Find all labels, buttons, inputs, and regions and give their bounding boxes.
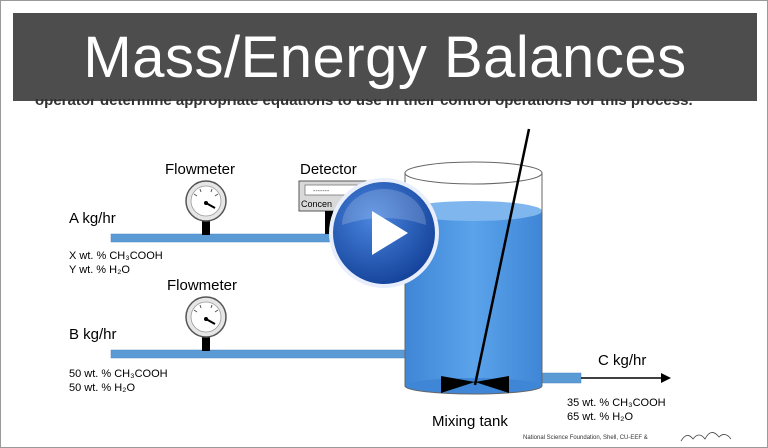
stream-c-label: C kg/hr [598,352,646,369]
title-banner: Mass/Energy Balances [13,13,757,101]
pipe-b [110,349,408,359]
page-title: Mass/Energy Balances [83,24,687,90]
sketch-decoration [680,432,732,442]
stream-c-comp2: 65 wt. % H₂O [567,411,633,423]
agitator-impeller [441,376,509,393]
stream-a-label: A kg/hr [69,210,116,227]
flowmeter-bottom-label: Flowmeter [167,277,237,294]
stream-c-comp1: 35 wt. % CH₃COOH [567,397,666,409]
outlet-arrowhead [661,373,671,383]
detector-display: ------- [313,188,330,195]
stream-b-comp1: 50 wt. % CH₃COOH [69,368,168,380]
detector-label: Detector [300,161,357,178]
stream-a-comp2: Y wt. % H₂O [69,264,130,276]
pipe-c [540,372,582,384]
play-button[interactable] [328,177,440,289]
flowmeter-top-label: Flowmeter [165,161,235,178]
detector-caption: Concen [301,199,332,209]
credit-text: National Science Foundation, Shell, CU-E… [523,435,648,441]
agitator-shaft [473,128,531,386]
stream-b-label: B kg/hr [69,326,117,343]
subtitle-text: operator determine appropriate equations… [35,99,755,113]
flowmeter-top [185,180,227,235]
stream-a-comp1: X wt. % CH₃COOH [69,250,163,262]
subtitle-line: operator determine appropriate equations… [35,99,693,109]
tank-label: Mixing tank [432,413,508,430]
play-icon [372,211,408,255]
stream-b-comp2: 50 wt. % H₂O [69,382,135,394]
flowmeter-bottom [185,296,227,351]
